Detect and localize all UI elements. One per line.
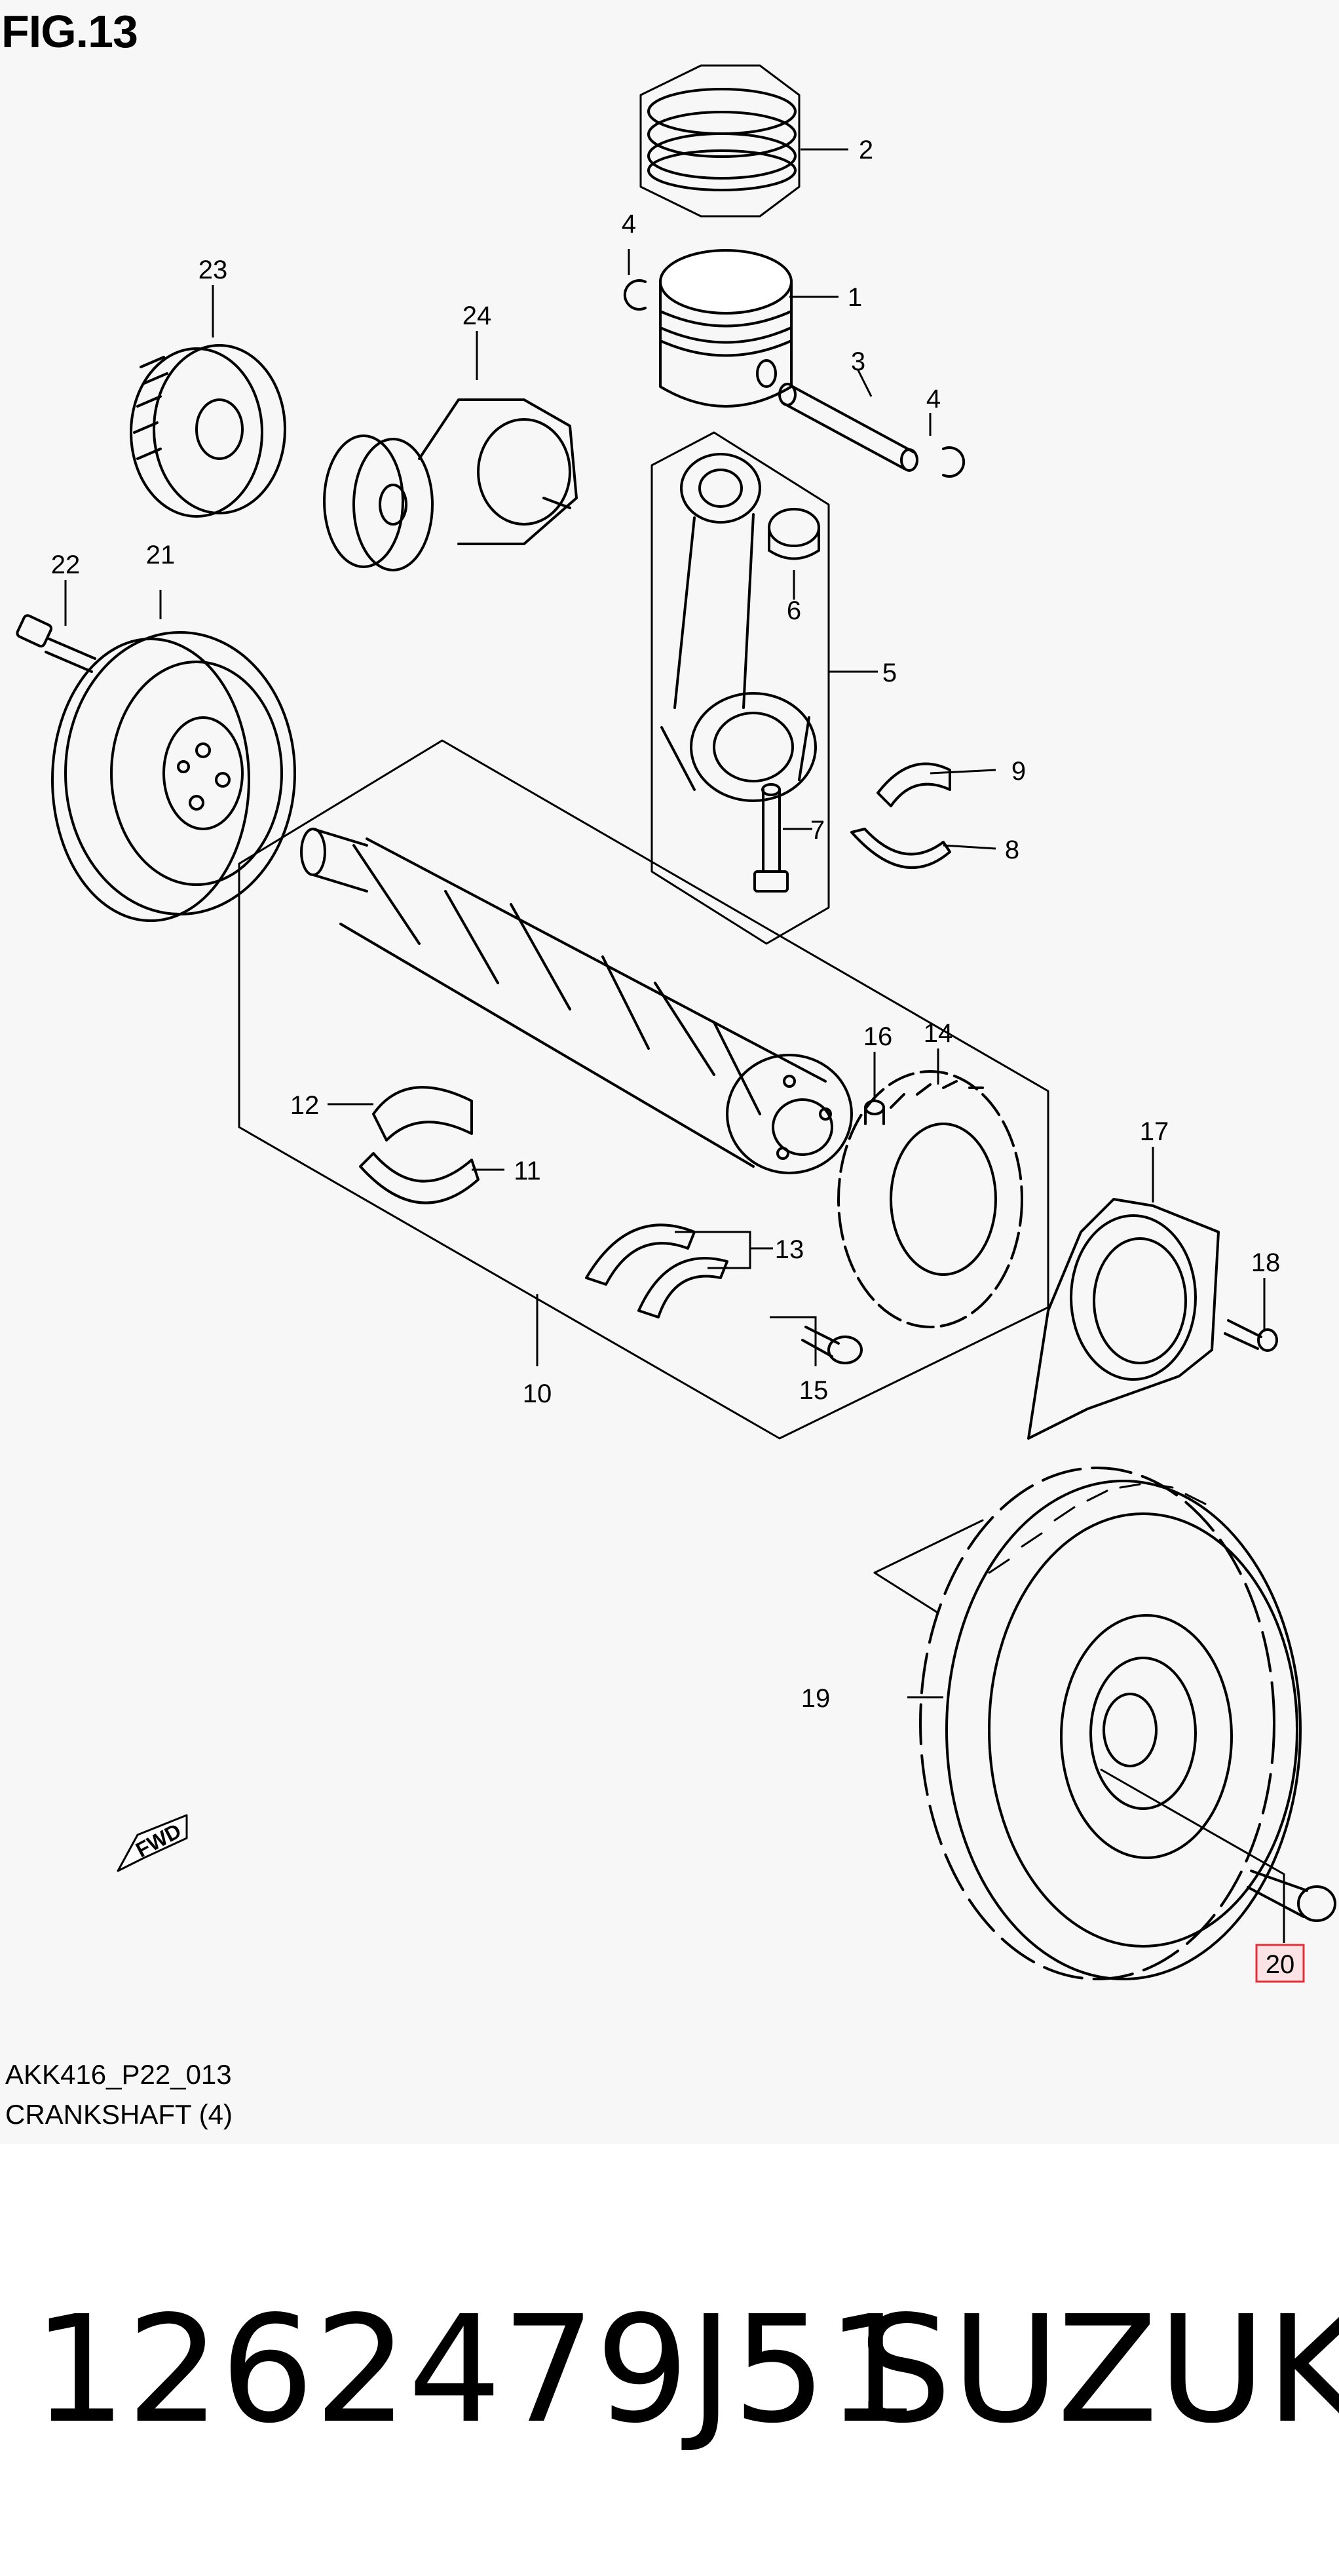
callout-19: 19	[801, 1684, 831, 1713]
callout-23: 23	[198, 256, 228, 284]
callout-22: 22	[51, 550, 81, 579]
callout-11: 11	[514, 1157, 541, 1185]
conrod-bearing-lower	[850, 828, 951, 869]
piston-pin	[778, 383, 918, 472]
sensor-plate	[837, 1070, 1023, 1328]
piston-rings	[639, 64, 801, 218]
callout-2: 2	[859, 136, 873, 164]
callout-24: 24	[462, 301, 492, 330]
callout-14: 14	[924, 1019, 953, 1048]
connecting-rod	[660, 453, 817, 802]
idler-pulley	[130, 344, 286, 518]
conrod-group-outline	[651, 431, 830, 945]
dowel-pin	[864, 1100, 885, 1125]
belt-tensioner	[323, 398, 578, 571]
main-bearing-upper	[372, 1086, 473, 1142]
small-end-bushing	[768, 508, 820, 560]
main-bearing-lower	[359, 1152, 480, 1204]
figure-title: FIG.13	[1, 6, 138, 57]
footer-brand: SUZUKI	[858, 2284, 1339, 2456]
footer-part-number: 1262479J51	[33, 2284, 920, 2456]
exploded-parts-diagram: 1 2 3 4 4 5 6 7 8 9 10 11 12 13 14 15 16…	[16, 64, 1336, 1983]
crankshaft	[300, 828, 853, 1174]
thrust-washer-right	[637, 1257, 728, 1318]
callout-9: 9	[1011, 757, 1026, 786]
callout-1: 1	[848, 283, 862, 312]
piston	[659, 249, 793, 408]
callout-10: 10	[523, 1379, 552, 1408]
callout-4-left: 4	[622, 210, 636, 239]
conrod-bolt	[753, 783, 789, 893]
fwd-label: FWD	[132, 1818, 185, 1862]
diagram-code: AKK416_P22_013	[5, 2059, 232, 2090]
circlip-left	[623, 279, 647, 311]
callout-8: 8	[1005, 836, 1019, 864]
crankshaft-pulley	[51, 631, 296, 922]
flywheel-bolt	[1247, 1870, 1336, 1922]
conrod-bearing-upper	[877, 762, 951, 807]
callout-21: 21	[146, 541, 176, 569]
fwd-arrow-icon	[117, 1814, 188, 1872]
callout-18: 18	[1251, 1248, 1281, 1277]
callout-20-highlight[interactable]: 20	[1255, 1944, 1305, 1983]
callout-6: 6	[787, 596, 801, 625]
sensor-plate-bolt	[801, 1326, 863, 1364]
pulley-bolt	[16, 614, 96, 673]
circlip-right	[942, 446, 966, 478]
callout-13: 13	[775, 1235, 804, 1264]
flywheel	[873, 1467, 1302, 1980]
thrust-washer-left	[585, 1223, 696, 1286]
oil-seal-housing-bolt	[1224, 1319, 1278, 1352]
callout-15: 15	[799, 1376, 829, 1405]
callout-12: 12	[290, 1091, 320, 1120]
callout-5: 5	[882, 659, 897, 687]
callout-3: 3	[851, 347, 865, 376]
callout-4-right: 4	[926, 385, 941, 413]
callout-16: 16	[863, 1022, 893, 1051]
callout-7: 7	[810, 816, 825, 845]
footer-bar	[0, 2144, 1339, 2576]
diagram-caption: CRANKSHAFT (4)	[5, 2099, 233, 2130]
callout-20: 20	[1266, 1950, 1295, 1979]
rear-oil-seal-housing	[1027, 1198, 1220, 1440]
crankshaft-group-outline	[238, 739, 1049, 1440]
callout-17: 17	[1140, 1117, 1169, 1146]
